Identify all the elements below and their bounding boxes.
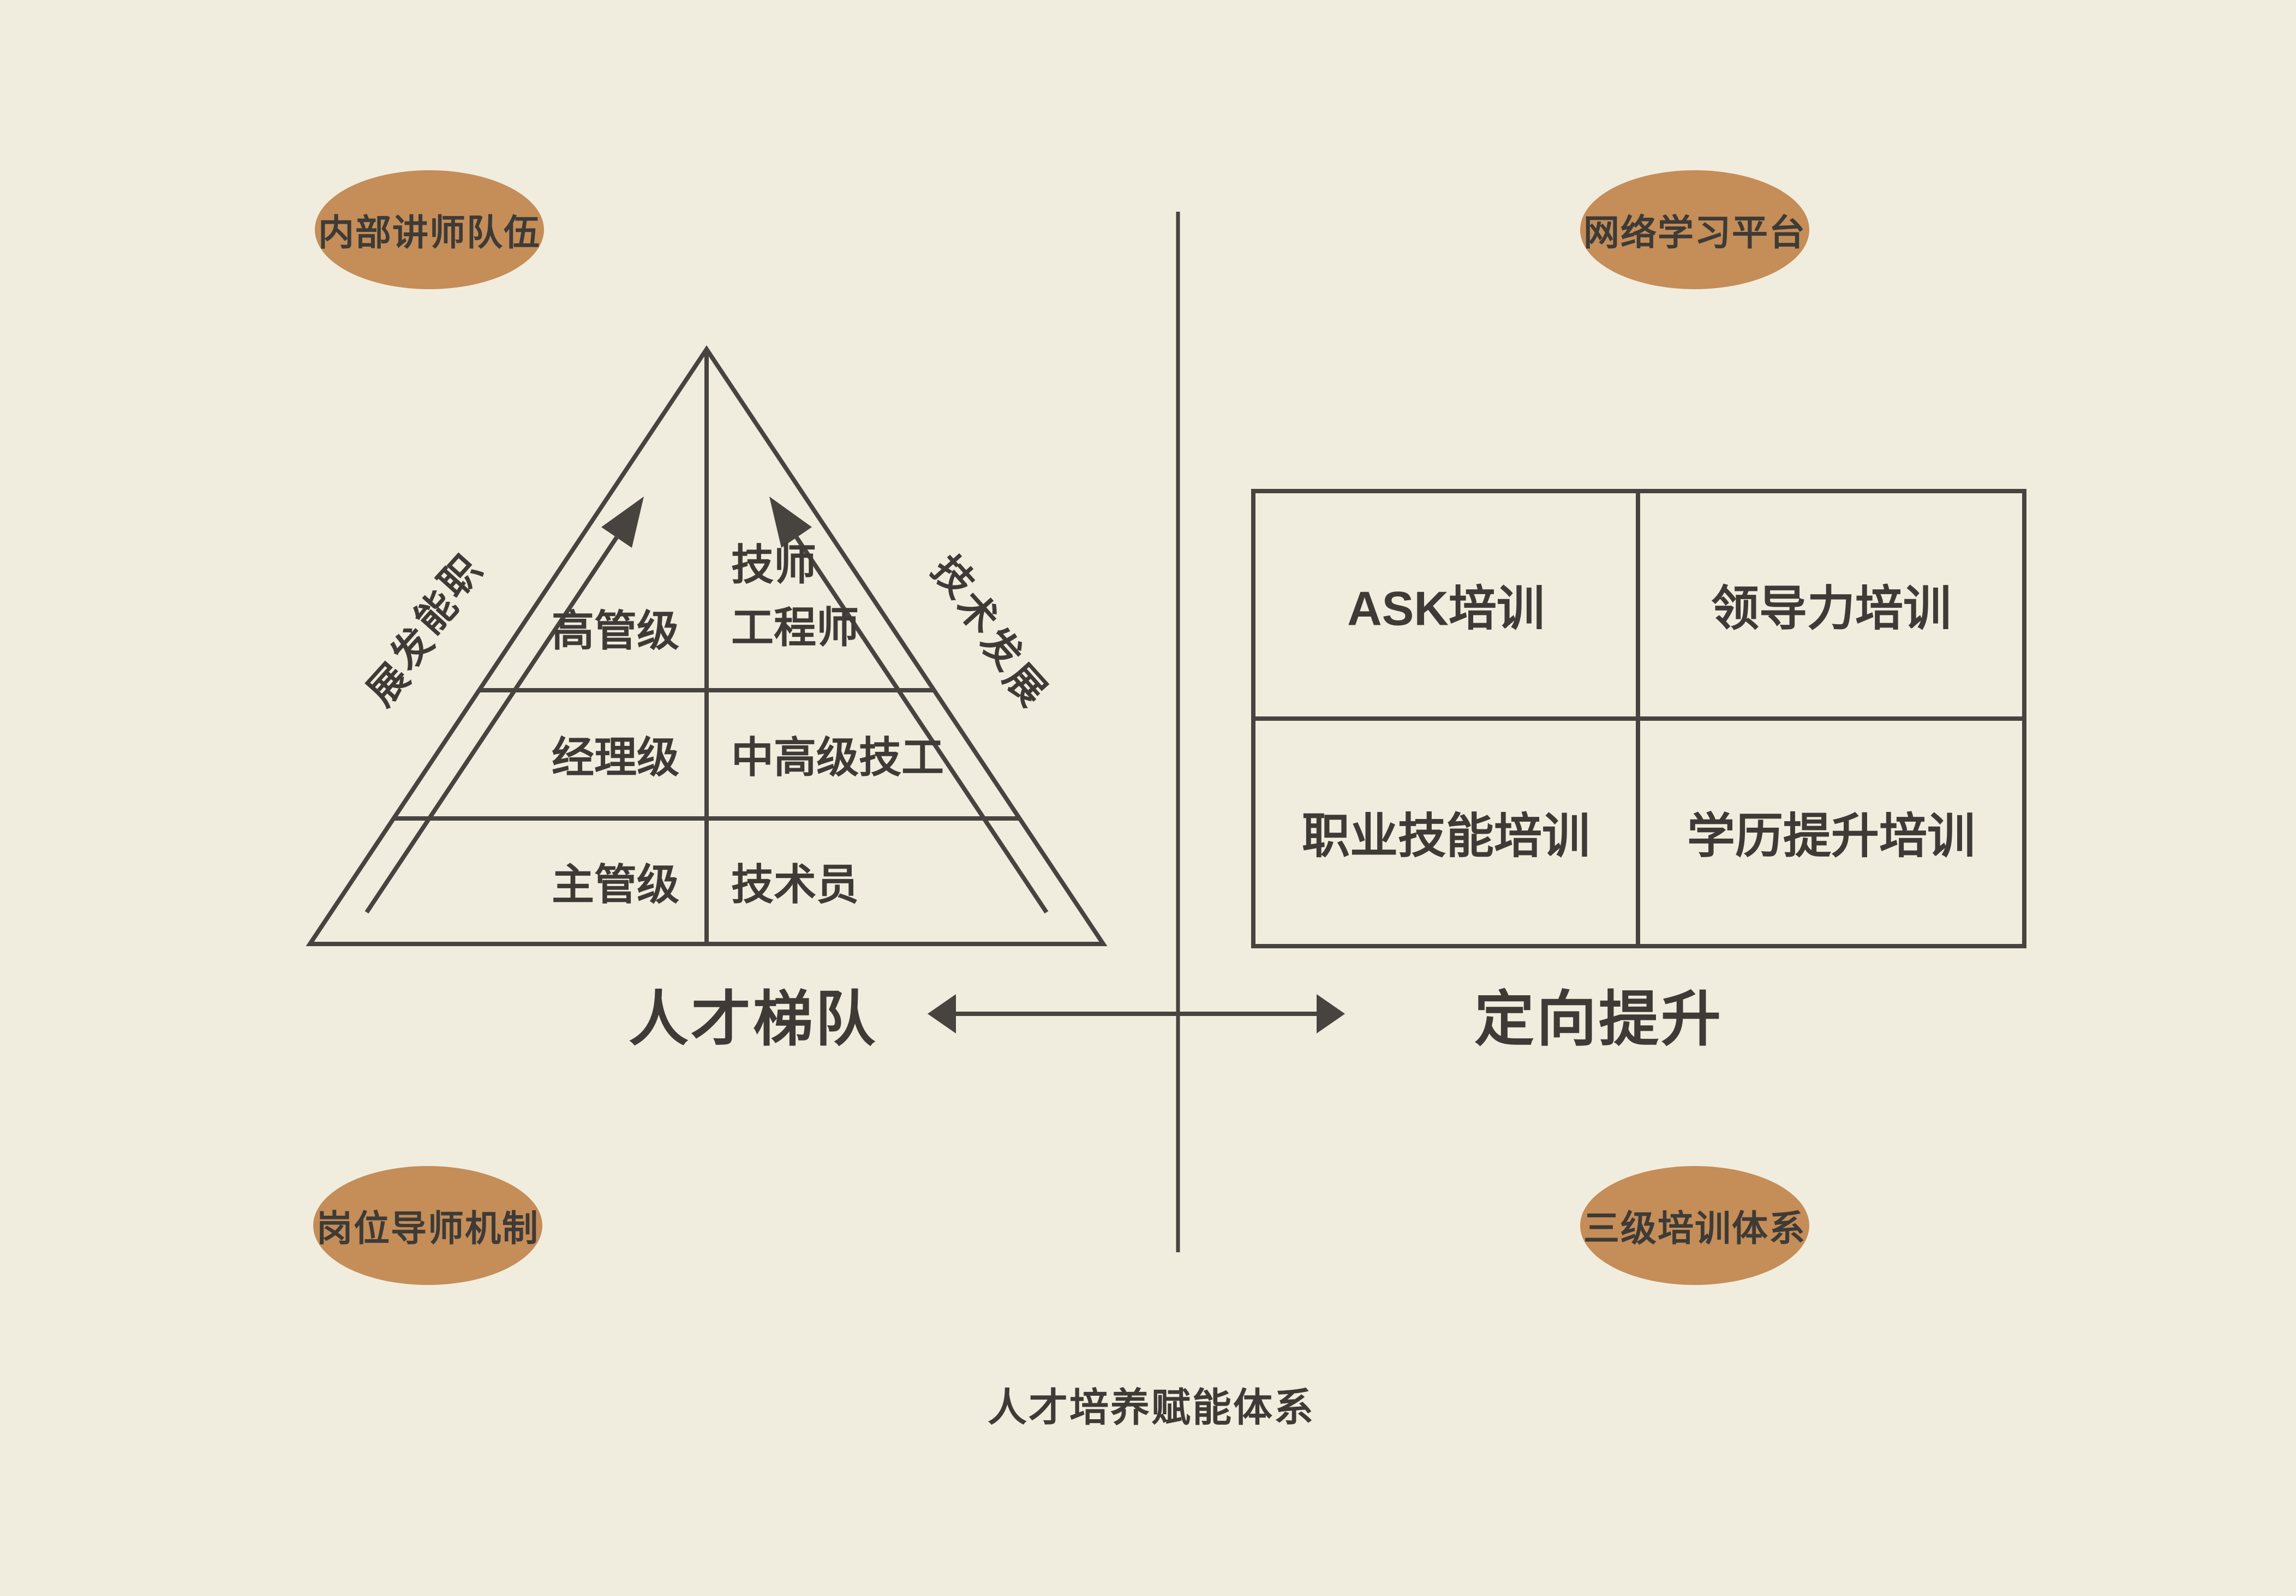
pyramid-level3-technical-label: 技术员 — [731, 860, 859, 908]
badge-bottom-right-label: 三级培训体系 — [1583, 1208, 1806, 1248]
badge-top-right-label: 网络学习平台 — [1583, 212, 1806, 253]
double-arrow-right-head-icon — [1317, 994, 1345, 1033]
badge-internal-lecturer-team: 内部讲师队伍 — [315, 170, 544, 289]
pyramid-title: 人才梯队 — [629, 986, 877, 1053]
pyramid-level2-technical-label: 中高级技工 — [731, 733, 944, 781]
pyramid-level2-management-label: 经理级 — [551, 733, 679, 781]
left-slope-arrowhead-icon — [601, 497, 644, 548]
pyramid-level1-technical-line1: 技师 — [731, 541, 817, 589]
matrix-cell-leadership-training: 领导力培训 — [1711, 581, 1952, 636]
badge-online-learning-platform: 网络学习平台 — [1580, 170, 1809, 289]
matrix-cell-education-upgrade-training: 学历提升培训 — [1687, 809, 1976, 863]
pyramid-level1-technical-line2: 工程师 — [731, 603, 859, 651]
pyramid-level3-management-label: 主管级 — [551, 860, 679, 908]
page-title: 人才培养赋能体系 — [987, 1386, 1316, 1430]
matrix-cell-ask-training: ASK培训 — [1347, 581, 1545, 636]
double-arrow-left-head-icon — [928, 994, 956, 1033]
matrix-cell-vocational-skills-training: 职业技能培训 — [1301, 809, 1591, 863]
matrix-title: 定向提升 — [1474, 986, 1723, 1053]
pyramid-level1-management-label: 高管级 — [551, 607, 679, 655]
left-slope-arrow-line — [364, 536, 619, 914]
badge-bottom-left-label: 岗位导师机制 — [316, 1208, 539, 1248]
right-slope-arrowhead-icon — [769, 497, 812, 548]
badge-post-mentor-mechanism: 岗位导师机制 — [313, 1166, 542, 1285]
pyramid-level1-technical-label: 技师 工程师 — [731, 534, 859, 659]
right-slope-arrow-line — [794, 536, 1049, 914]
badge-three-level-training-system: 三级培训体系 — [1580, 1166, 1809, 1285]
badge-top-left-label: 内部讲师队伍 — [318, 212, 541, 253]
